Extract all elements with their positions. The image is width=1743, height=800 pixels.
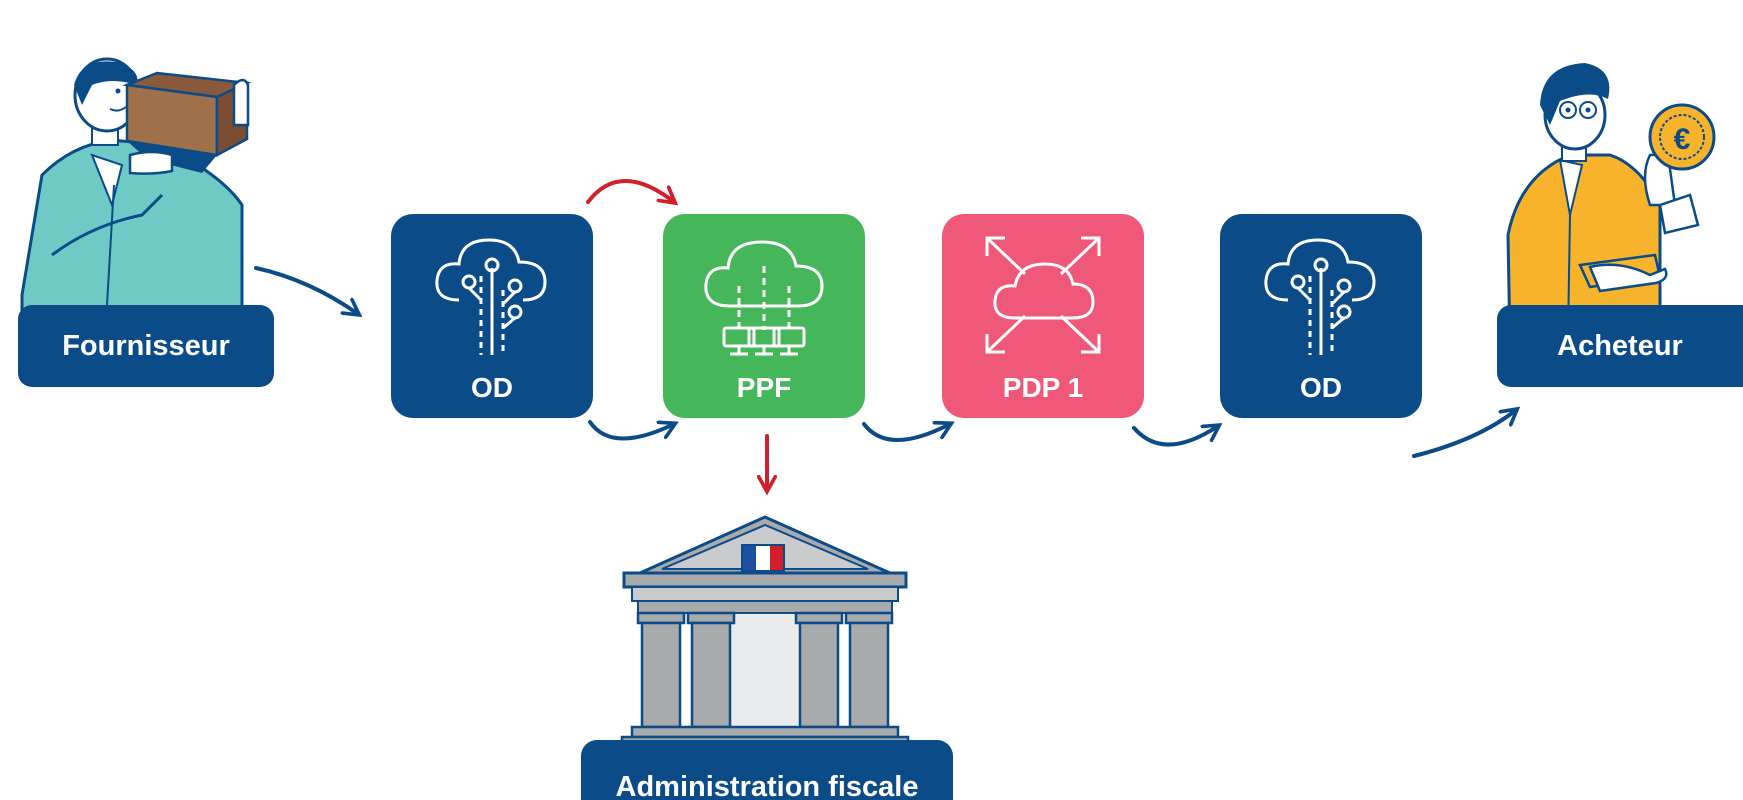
supplier-figure [12,55,282,345]
flag-blue-band [742,545,756,571]
node-pdp-1[interactable]: PDP 1 [942,214,1144,418]
flag-white-band [756,545,770,571]
arrow-od-to-buyer [1412,410,1516,458]
administration-label: Administration fiscale [581,740,953,800]
arrow-od-to-ppf [588,420,674,441]
node-ppf[interactable]: PPF [663,214,865,418]
node-label: PDP 1 [1002,372,1084,403]
flow-arrows [254,179,1743,783]
arrow-od-to-ppf-red [586,179,674,202]
euro-symbol: € [1674,123,1691,156]
government-building-icon [620,515,910,751]
cloud-circuit-icon [1264,238,1376,355]
node-label: OD [1300,372,1342,403]
arrow-ppf-to-pdp [862,424,950,442]
administration-building [620,515,910,751]
buyer-label: Acheteur [1497,305,1743,387]
cloud-network-computers-icon [704,240,824,356]
person-holding-euro-coin-icon: € [1506,63,1716,347]
flag-red-band [770,545,784,571]
arrow-supplier-to-od [254,266,358,314]
node-od-2[interactable]: OD [1220,214,1422,418]
cloud-circuit-icon [435,238,547,355]
person-carrying-box-icon [20,57,252,317]
cloud-expand-arrows-icon [985,236,1101,354]
buyer-figure: € [1490,55,1743,347]
supplier-label: Fournisseur [18,305,274,387]
arrow-pdp-to-od [1132,426,1218,447]
node-label: PPF [736,372,792,403]
node-label: OD [471,372,513,403]
node-od-1[interactable]: OD [391,214,593,418]
